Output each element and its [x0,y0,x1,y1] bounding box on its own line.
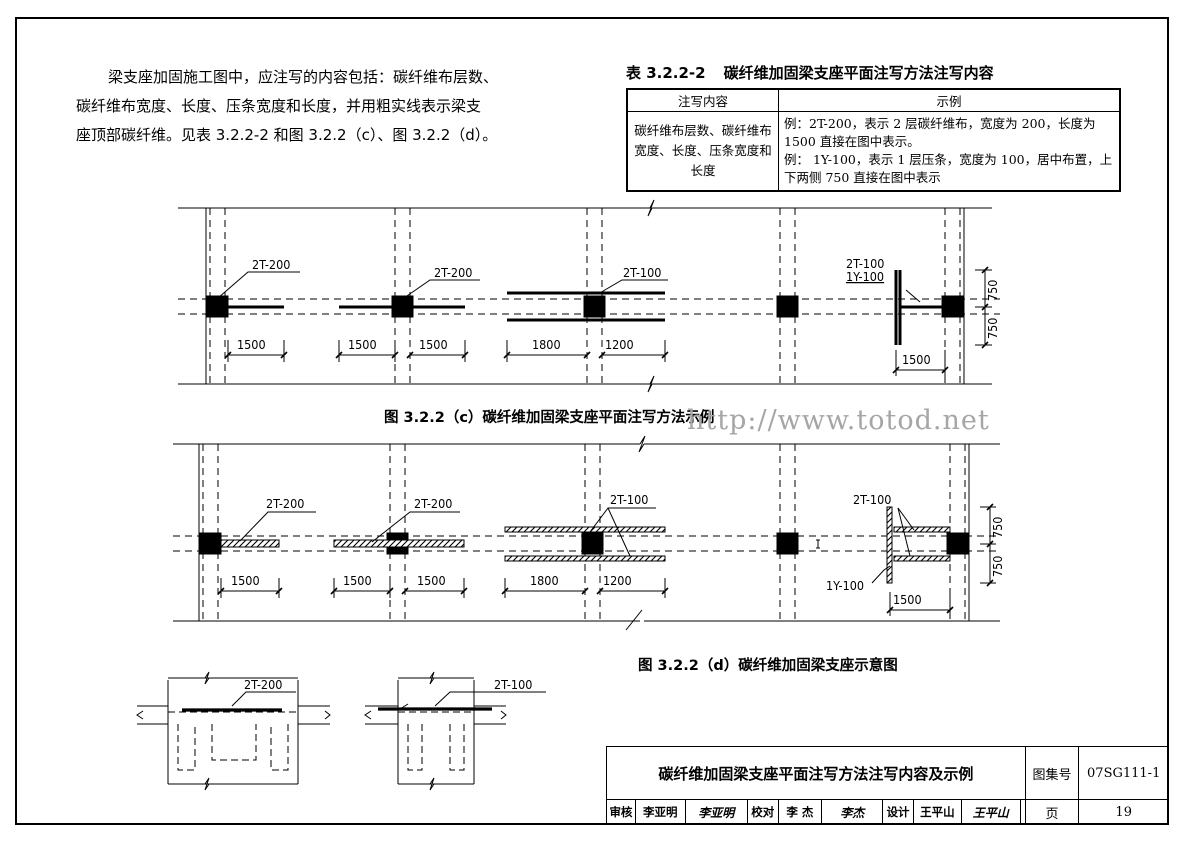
fig-d-dim-750-bottom: 750 [990,556,1005,577]
fig-c-dim-1500-b: 1500 [348,337,377,352]
fig-d-dim-1500-c: 1500 [417,573,446,588]
fig-d-dim-1200: 1200 [603,573,632,588]
watermark: http://www.totod.net [687,405,990,436]
fig-d-label-2t200-b: 2T-200 [414,496,452,511]
column [941,295,964,318]
fig-c-dim-1800: 1800 [532,337,561,352]
column [946,532,969,555]
fig-d-label-2t100-right: 2T-100 [853,492,891,507]
table-cell-example: 例：2T-200，表示 2 层碳纤维布，宽度为 200，长度为 1500 直接在… [778,111,1121,192]
fig-c-dim-1500-d: 1500 [902,352,931,367]
fig-c-dim-1500-c: 1500 [419,337,448,352]
section-left [136,671,331,791]
fig-c-label-2t100: 2T-100 [623,265,661,280]
check-name: 李 杰 [777,799,823,825]
table-title: 表 3.2.2-2 碳纤维加固梁支座平面注写方法注写内容 [626,62,994,83]
fig-d-dim-1500-d: 1500 [893,592,922,607]
intro-line-2: 碳纤维布宽度、长度、压条宽度和长度，并用粗实线表示梁支 [76,97,482,115]
column [776,295,799,318]
figure-c-texts: 2T-200 2T-200 2T-100 2T-100 1Y-100 1500 … [237,256,1000,367]
figure-d-plan [173,435,1000,631]
page-number: 19 [1078,799,1169,825]
figure-c-plan [178,199,1000,393]
fig-c-dim-750-bottom: 750 [985,318,1000,339]
fig-c-label-2t100-right: 2T-100 [846,256,884,271]
column [581,532,604,555]
intro-line-3: 座顶部碳纤维。见表 3.2.2-2 和图 3.2.2（c）、图 3.2.2（d）… [76,126,498,144]
check-label: 校对 [746,799,779,825]
fig-d-dim-1800: 1800 [530,573,559,588]
design-name: 王平山 [912,799,962,825]
fig-c-dim-1500-a: 1500 [237,337,266,352]
intro-paragraph: 梁支座加固施工图中，应注写的内容包括：碳纤维布层数、 碳纤维布宽度、长度、压条宽… [76,63,576,150]
atlas-label: 图集号 [1024,746,1080,800]
review-signature: 李亚明 [684,799,748,825]
review-label: 审核 [606,799,636,825]
check-signature: 李杰 [821,799,884,825]
table-number: 表 3.2.2-2 [626,64,706,82]
drawing-title: 碳纤维加固梁支座平面注写方法注写内容及示例 [606,746,1026,800]
fig-c-dim-1200: 1200 [605,337,634,352]
column [583,295,606,318]
figure-d-texts: 2T-200 2T-200 2T-100 2T-100 1Y-100 1500 … [231,492,1005,607]
fig-d-dim-1500-a: 1500 [231,573,260,588]
fig-d-label-2t200-a: 2T-200 [266,496,304,511]
table-caption: 碳纤维加固梁支座平面注写方法注写内容 [723,64,994,82]
section-right-label: 2T-100 [494,677,532,692]
page-label: 页 [1024,799,1080,825]
section-left-label: 2T-200 [244,677,282,692]
annotation-table: 注写内容 示例 碳纤维布层数、碳纤维布宽度、长度、压条宽度和长度 例：2T-20… [626,88,1121,192]
design-label: 设计 [882,799,914,825]
fig-d-label-1y100: 1Y-100 [826,578,864,593]
fig-d-dim-750-top: 750 [990,517,1005,538]
column [776,532,799,555]
figure-c-caption: 图 3.2.2（c）碳纤维加固梁支座平面注写方法示例 [384,410,715,426]
column [199,532,222,555]
section-right [364,671,546,791]
intro-line-1: 梁支座加固施工图中，应注写的内容包括：碳纤维布层数、 [108,68,499,86]
fig-d-label-2t100: 2T-100 [610,492,648,507]
figure-d-caption: 图 3.2.2（d）碳纤维加固梁支座示意图 [638,658,898,674]
column [206,295,229,318]
table-cell-content: 碳纤维布层数、碳纤维布宽度、长度、压条宽度和长度 [626,111,779,192]
sheet-border [15,17,1169,825]
design-signature: 王平山 [960,799,1021,825]
title-block: 碳纤维加固梁支座平面注写方法注写内容及示例 图集号 07SG111-1 审核 李… [606,746,1169,825]
fig-c-label-2t200-b: 2T-200 [434,265,472,280]
review-name: 李亚明 [634,799,686,825]
fig-c-label-2t200-a: 2T-200 [252,257,290,272]
atlas-number: 07SG111-1 [1078,746,1169,800]
fig-d-dim-1500-b: 1500 [343,573,372,588]
fig-c-dim-750-top: 750 [985,280,1000,301]
fig-c-label-1y100: 1Y-100 [846,269,884,284]
